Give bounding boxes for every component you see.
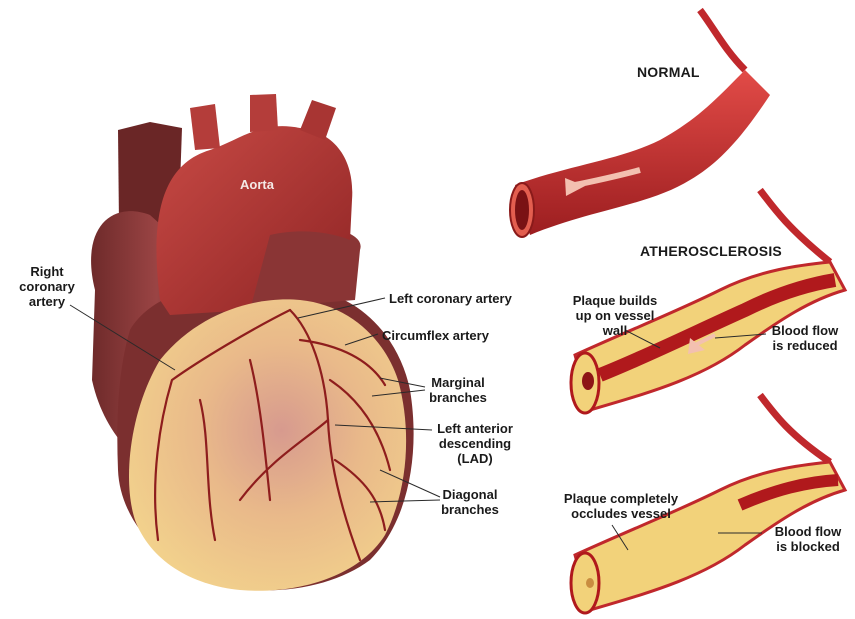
diagonal-branches-label: Diagonal branches <box>436 487 504 517</box>
lad-label: Left anterior descending (LAD) <box>430 421 520 466</box>
blood-flow-blocked-label: Blood flow is blocked <box>768 524 848 554</box>
circumflex-label: Circumflex artery <box>382 328 489 343</box>
normal-vessel <box>510 10 770 237</box>
atherosclerosis-title: ATHEROSCLEROSIS <box>640 244 782 259</box>
aorta-label: Aorta <box>240 177 274 192</box>
blood-flow-reduced-label: Blood flow is reduced <box>766 323 844 353</box>
plaque-builds-label: Plaque builds up on vessel wall <box>565 293 665 338</box>
right-coronary-label: Right coronary artery <box>12 264 82 309</box>
aortic-branch-1 <box>190 104 220 150</box>
normal-title: NORMAL <box>637 65 700 80</box>
heart <box>91 94 414 591</box>
plaque-occludes-label: Plaque completely occludes vessel <box>556 491 686 521</box>
aortic-branch-2 <box>250 94 278 132</box>
marginal-branches-label: Marginal branches <box>424 375 492 405</box>
left-coronary-label: Left coronary artery <box>389 291 512 306</box>
